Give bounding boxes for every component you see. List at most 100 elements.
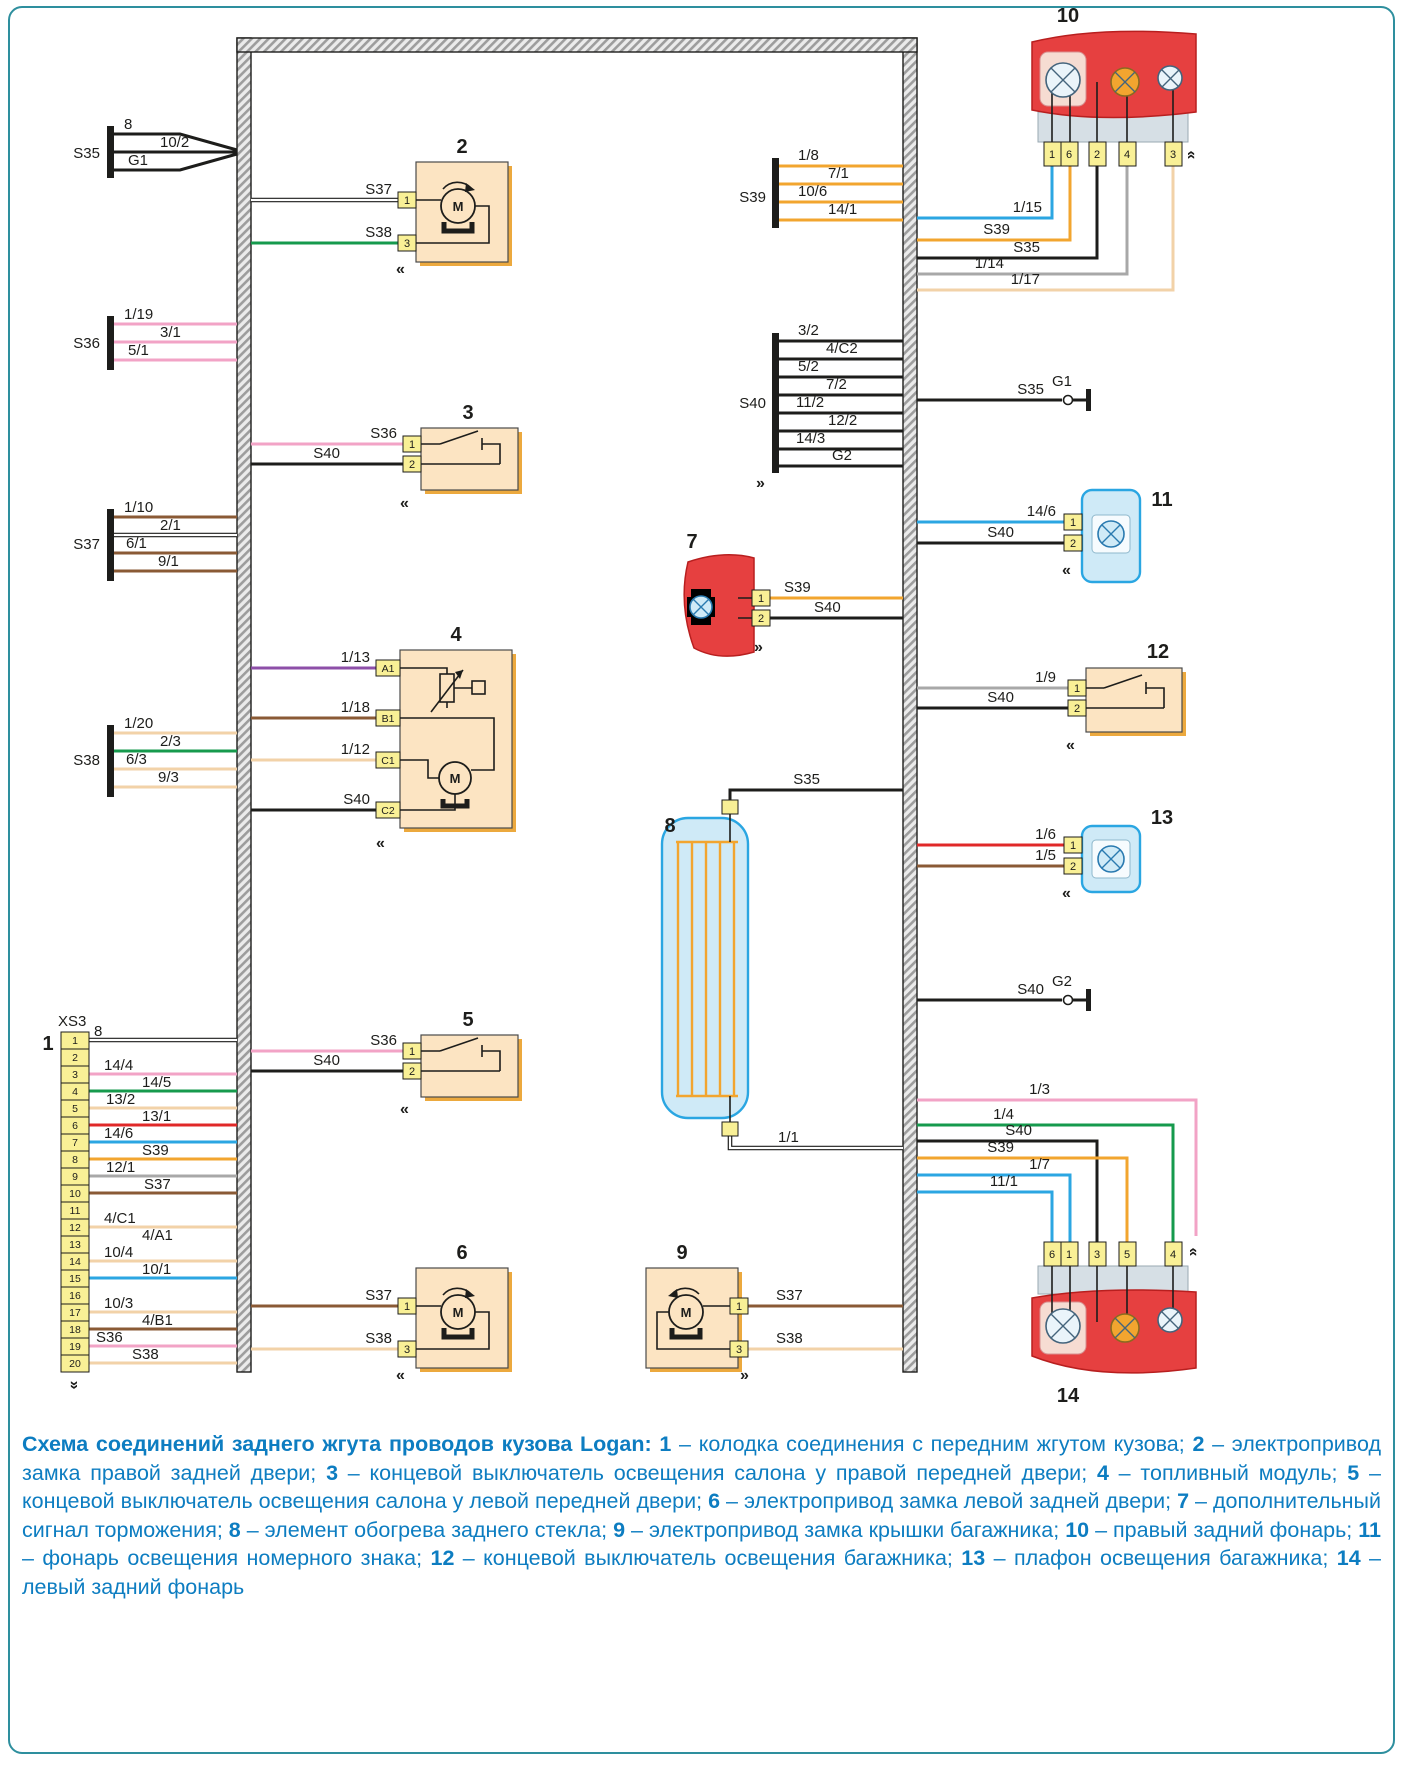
pin-box — [1164, 141, 1183, 167]
pin-box — [1088, 1241, 1107, 1267]
wire-label: 2/1 — [160, 517, 181, 534]
pin-label: 1 — [409, 1046, 415, 1058]
wire-label: S37 — [365, 1287, 392, 1304]
rotation-arrow-icon — [668, 1289, 678, 1298]
continuation-icon: » — [756, 475, 765, 492]
pin-label: 8 — [72, 1154, 78, 1166]
component-14-left-tail-light: 1/3 1/4 S40 S39 1/7 11/1 6 1 3 5 4 14 « — [917, 1081, 1202, 1407]
wire-label: 13/1 — [142, 1108, 171, 1125]
wire-label: 4/B1 — [142, 1312, 173, 1329]
pin-label: 2 — [72, 1052, 78, 1064]
switch-icon — [1086, 682, 1165, 709]
harness-top-band — [236, 37, 918, 53]
rotation-arrow-icon — [465, 1289, 475, 1298]
wire-label: 1/5 — [1035, 847, 1056, 864]
wire-label: 4/A1 — [142, 1227, 173, 1244]
pin-label: 1 — [409, 439, 415, 451]
pin-label: 3 — [1170, 149, 1176, 161]
pin-box — [751, 589, 771, 607]
component-number: 11 — [1151, 489, 1172, 511]
wire-label: 10/4 — [104, 1244, 133, 1261]
motor-icon — [440, 1294, 476, 1330]
wire-label: S35 — [1013, 239, 1040, 256]
wire-label: 1/17 — [1011, 271, 1040, 288]
component-number: 1 — [42, 1033, 53, 1055]
continuation-icon: « — [1183, 151, 1200, 160]
continuation-icon: « — [400, 1101, 409, 1118]
pin-box — [1063, 513, 1083, 531]
wire-label: 10/2 — [160, 134, 189, 151]
ground-label: G2 — [1052, 973, 1072, 990]
wire-label: G2 — [832, 447, 852, 464]
wire — [114, 322, 237, 362]
wire-label: S35 — [793, 771, 820, 788]
pin-label: 3 — [404, 238, 410, 250]
pin-box — [1067, 679, 1087, 697]
pin-box — [1118, 141, 1137, 167]
pin-box — [375, 751, 401, 769]
connector-xs3-block-1: 1 XS3 1 2 3 4 5 6 7 8 9 10 11 12 13 14 1… — [42, 1013, 237, 1389]
wire-label: 1/4 — [993, 1106, 1014, 1123]
connector-bar — [107, 725, 114, 797]
pin-box — [751, 609, 771, 627]
wire-label: 4/C1 — [104, 1210, 136, 1227]
harness-trunk — [236, 37, 918, 1373]
pin-box — [721, 1121, 739, 1137]
ground-g2: S40 G2 — [917, 973, 1091, 1011]
wire-label: S37 — [776, 1287, 803, 1304]
wire-label: 1/13 — [341, 649, 370, 666]
wire-label: 14/3 — [796, 430, 825, 447]
connector-bar — [107, 316, 114, 370]
component-8-rear-window-defogger: S35 1/1 8 — [660, 771, 903, 1151]
pin-label: 1 — [1070, 517, 1076, 529]
svg-text:M: M — [453, 199, 464, 214]
pin-box — [397, 1340, 417, 1358]
wire-label: 12/2 — [828, 412, 857, 429]
continuation-icon: » — [754, 639, 763, 656]
wire-label: 1/6 — [1035, 826, 1056, 843]
pin-label: 18 — [69, 1324, 81, 1336]
latch-icon — [441, 1328, 475, 1340]
wire-label: 1/8 — [798, 147, 819, 164]
sensor-icon — [471, 680, 486, 695]
latch-icon — [440, 799, 470, 809]
component-5-courtesy-switch-left: S36 S40 1 2 5 « — [251, 1009, 522, 1118]
pin-label: 2 — [409, 459, 415, 471]
connector-bar — [107, 126, 114, 178]
wire — [917, 166, 1099, 260]
component-7-high-level-brake-light: S39 S40 1 2 7 » — [683, 531, 903, 657]
component-number: 10 — [1057, 5, 1079, 27]
component-number: 2 — [456, 136, 467, 158]
wire-label: S40 — [814, 599, 841, 616]
connector-label: S39 — [739, 189, 766, 206]
pin-label: 3 — [736, 1344, 742, 1356]
wire-label: 13/2 — [106, 1091, 135, 1108]
wire — [89, 1106, 237, 1365]
wire-label: S40 — [987, 524, 1014, 541]
pin-label: 5 — [72, 1103, 78, 1115]
wire — [89, 1140, 237, 1280]
pin-box — [397, 1297, 417, 1315]
wire-label: S38 — [776, 1330, 803, 1347]
svg-text:M: M — [450, 771, 461, 786]
component-9-trunk-lock-actuator: S37 S38 M 1 3 9 » — [645, 1242, 903, 1384]
pin-label: 17 — [69, 1307, 81, 1319]
harness-left-band — [236, 37, 252, 1373]
wire-label: 14/5 — [142, 1074, 171, 1091]
wire-label: S40 — [343, 791, 370, 808]
component-12-trunk-light-switch: 1/9 S40 1 2 12 « — [917, 641, 1186, 754]
wire-label: S37 — [144, 1176, 171, 1193]
pin-box — [1060, 1241, 1079, 1267]
pin-label: 1 — [1074, 683, 1080, 695]
pin-label: 2 — [1070, 861, 1076, 873]
wire-label: S38 — [365, 224, 392, 241]
latch-icon — [441, 222, 475, 234]
pin-box — [1067, 699, 1087, 717]
wire-label: S38 — [365, 1330, 392, 1347]
continuation-icon: « — [65, 1380, 82, 1389]
connector-s35-left: S35 8 10/2 G1 — [73, 116, 238, 178]
pin-box — [1063, 836, 1083, 854]
connector-label: S40 — [739, 395, 766, 412]
wire-label: 10/1 — [142, 1261, 171, 1278]
